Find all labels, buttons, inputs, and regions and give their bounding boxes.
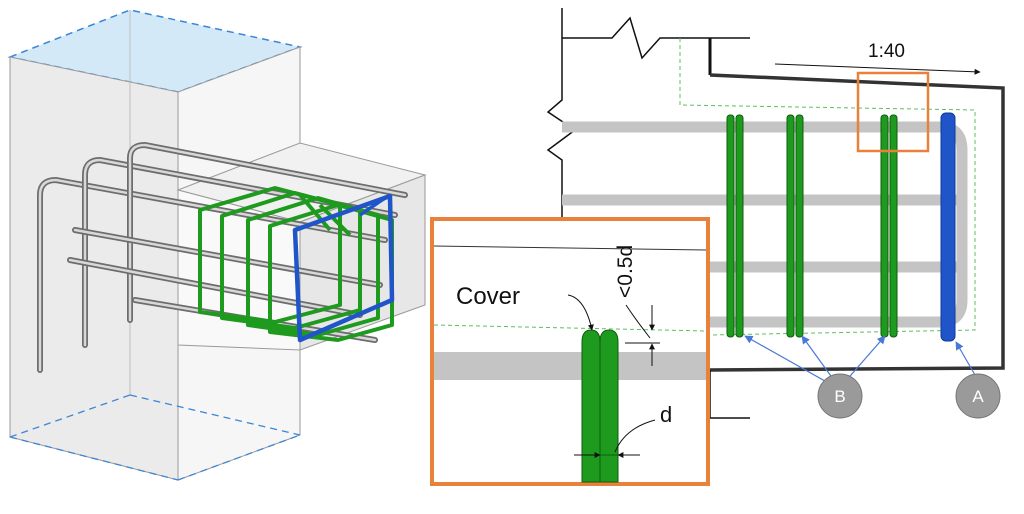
isometric-view — [7, 9, 427, 481]
d-label: d — [660, 402, 672, 427]
marker-b-label: B — [834, 387, 845, 406]
leader-lines — [744, 335, 976, 386]
detail-inset — [430, 217, 710, 486]
top-break-line — [562, 16, 750, 60]
green-stirrups — [198, 186, 394, 342]
scale-label: 1:40 — [868, 41, 905, 62]
longitudinal-bars — [37, 141, 408, 373]
marker-b — [817, 373, 863, 419]
cover-label: Cover — [456, 283, 520, 310]
marker-a — [955, 373, 1001, 419]
marker-a-label: A — [972, 387, 984, 406]
blue-end-bar — [940, 112, 956, 342]
green-stirrup-bars — [726, 114, 898, 338]
detail-horizontal-bar — [434, 352, 706, 380]
blue-end-stirrup — [292, 193, 395, 343]
column-left-face — [9, 56, 179, 481]
cover-line — [679, 38, 976, 336]
half-d-label: <0.5d — [614, 245, 637, 298]
detail-callout-box — [856, 71, 930, 153]
